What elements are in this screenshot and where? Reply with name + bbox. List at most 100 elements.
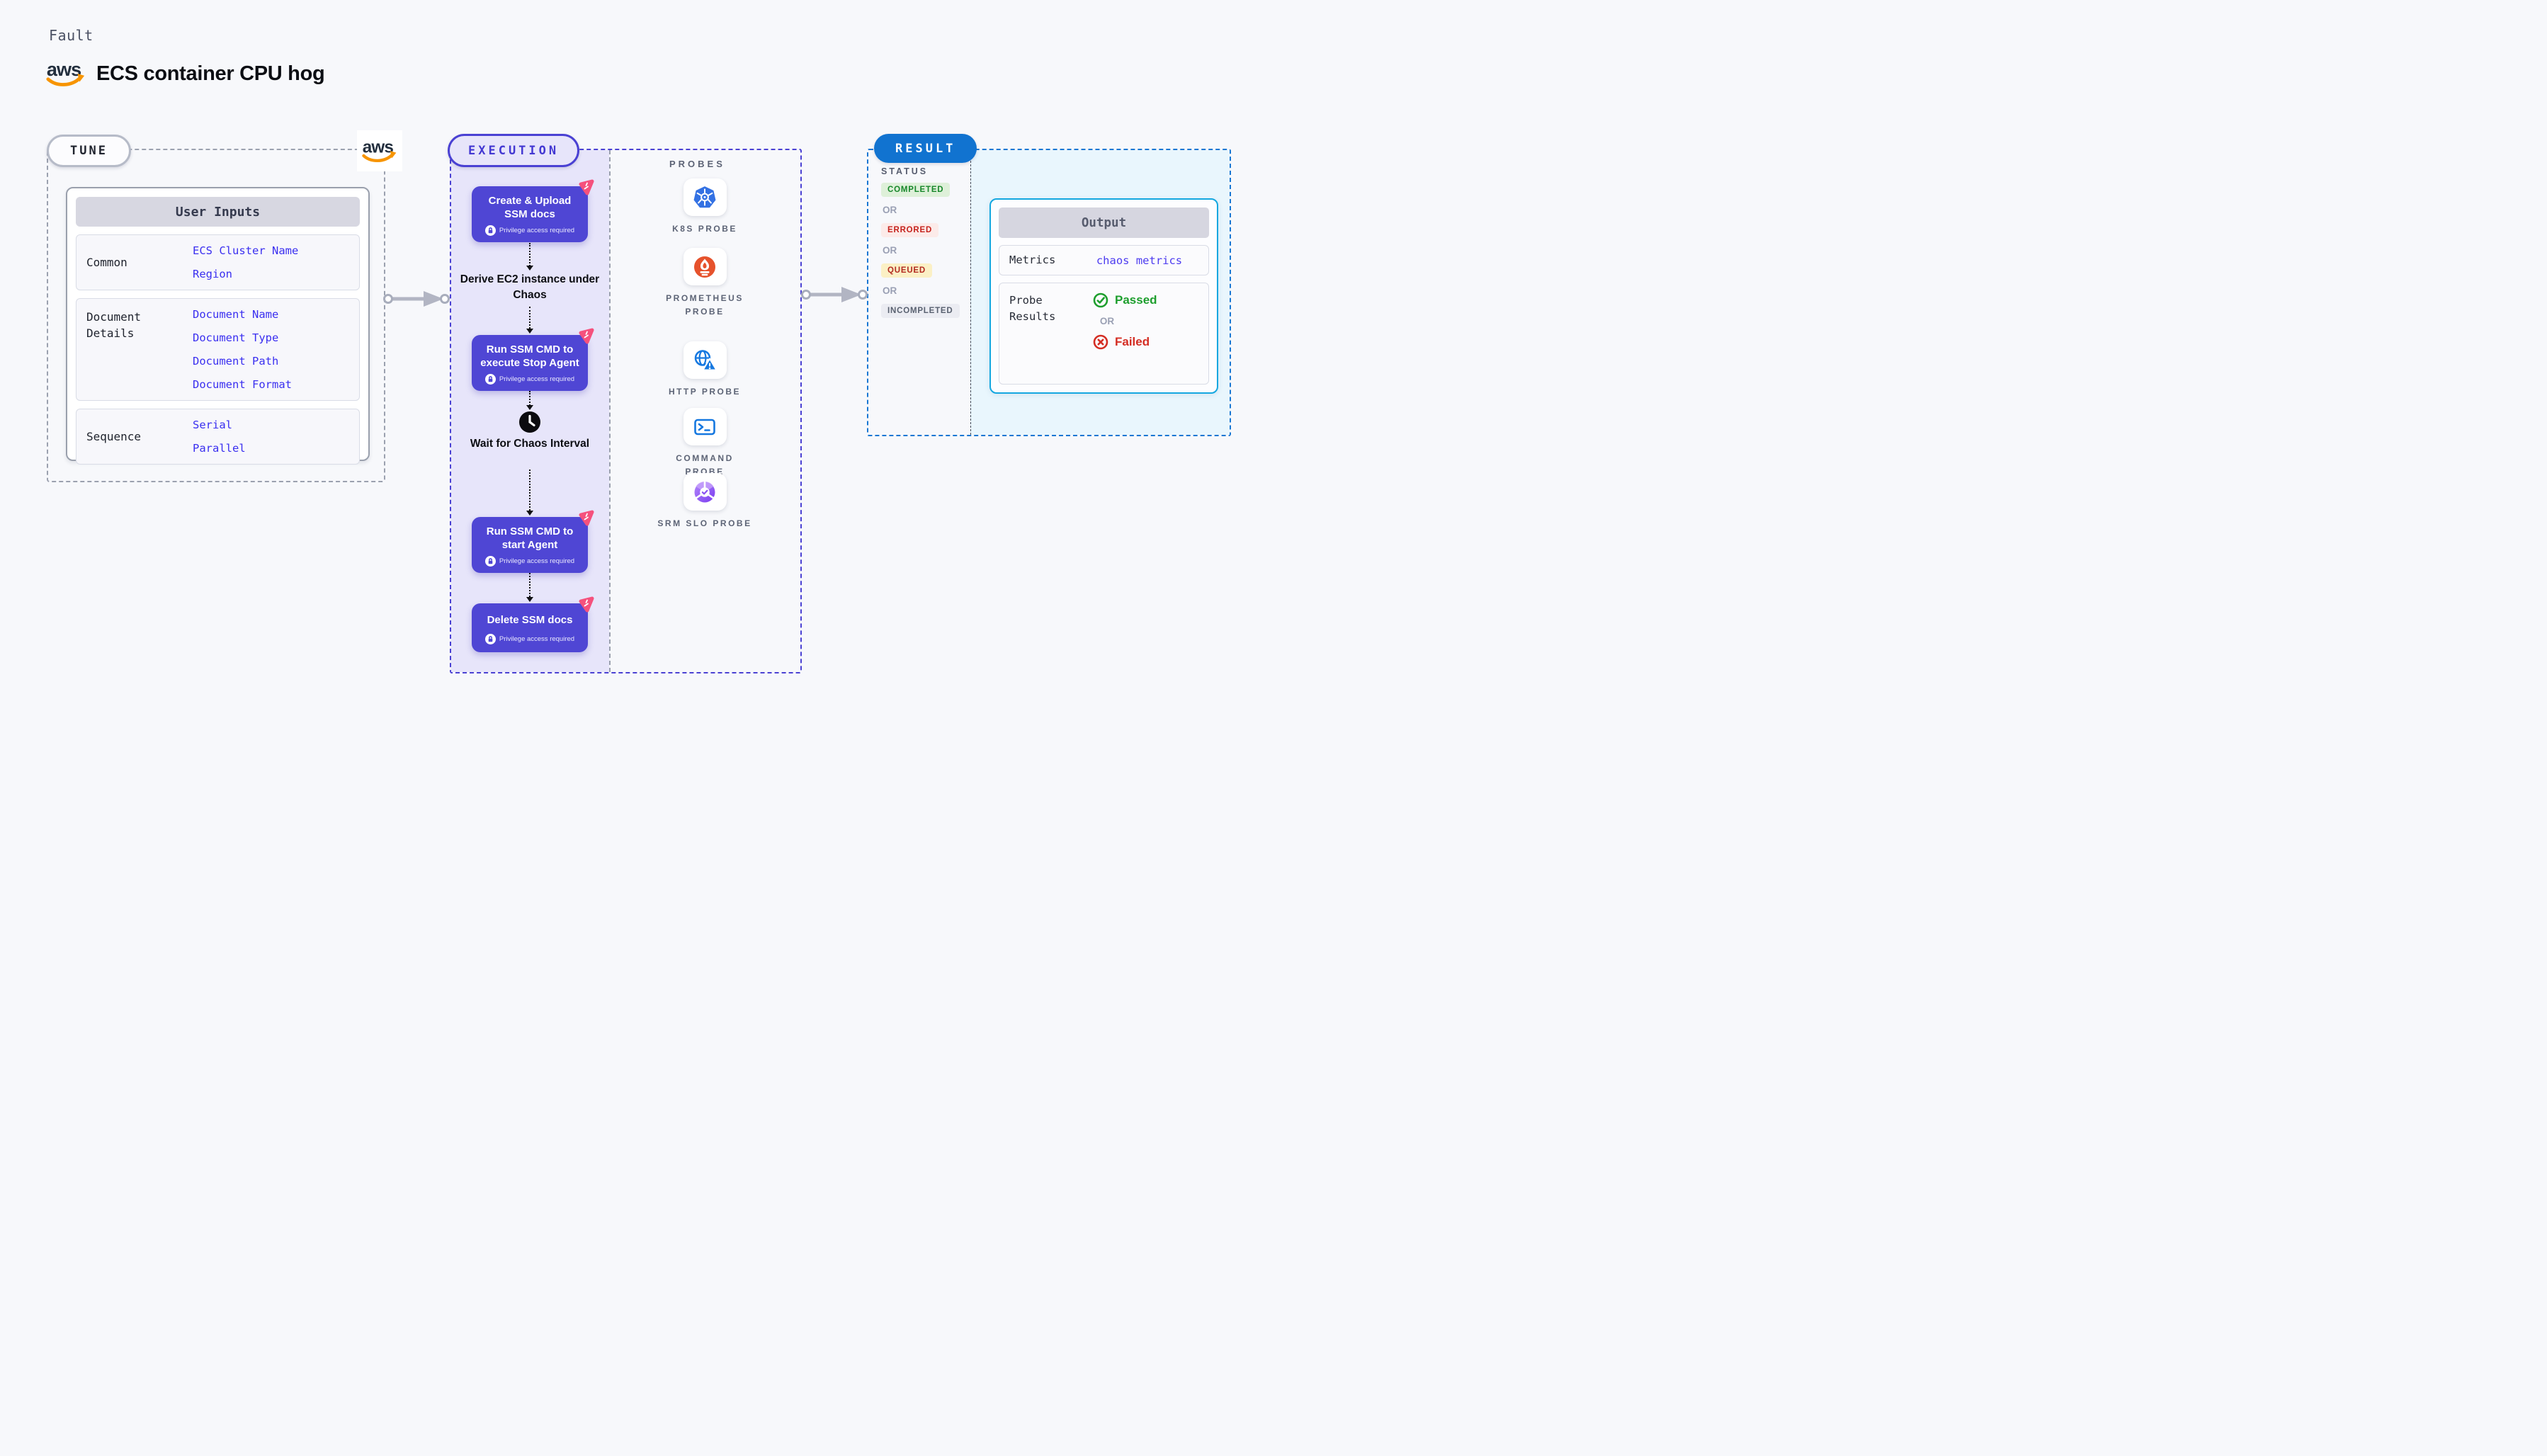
probe-label: K8S PROBE bbox=[672, 224, 737, 234]
chaos-pinwheel-icon bbox=[579, 328, 594, 344]
chaos-pinwheel-icon bbox=[579, 179, 594, 195]
step-run-ssm-cmd-start-agent: Run SSM CMD to start Agent Privilege acc… bbox=[472, 510, 594, 574]
output-box: Output Metrics chaos metrics Probe Resul… bbox=[989, 198, 1218, 394]
lock-icon bbox=[484, 225, 496, 237]
metrics-row: Metrics chaos metrics bbox=[999, 245, 1209, 275]
flow-connector-icon bbox=[526, 391, 533, 410]
step-title: Delete SSM docs bbox=[487, 614, 573, 626]
row-label: Sequence bbox=[86, 429, 142, 443]
probes-label: PROBES bbox=[669, 159, 725, 169]
diagram-canvas: Fault aws ECS container CPU hog TUNE aws… bbox=[0, 0, 1274, 728]
flow-arrow-icon bbox=[383, 291, 450, 307]
aws-logo: aws bbox=[362, 138, 397, 163]
probe-label: SRM SLO PROBE bbox=[657, 518, 752, 528]
chaos-pinwheel-icon bbox=[579, 596, 594, 613]
step-create-upload-ssm-docs: Create & Upload SSM docs Privilege acces… bbox=[472, 179, 594, 243]
probe-srm-slo: SRM SLO PROBE bbox=[609, 473, 800, 530]
metrics-value: chaos metrics bbox=[1096, 254, 1183, 267]
row-label: Document Details bbox=[86, 310, 142, 341]
step-title: Run SSM CMD to execute Stop Agent bbox=[480, 343, 579, 370]
lock-icon bbox=[484, 556, 496, 567]
flow-arrow-icon bbox=[801, 287, 868, 302]
input-value: ECS Cluster Name bbox=[193, 244, 299, 257]
http-globe-icon bbox=[694, 349, 717, 370]
fault-eyebrow: Fault bbox=[49, 27, 93, 44]
privilege-label: Privilege access required bbox=[499, 557, 575, 566]
flow-connector-icon bbox=[526, 307, 533, 334]
svg-text:aws: aws bbox=[363, 138, 394, 157]
status-label: STATUS bbox=[881, 166, 929, 176]
step-delete-ssm-docs: Delete SSM docs Privilege access require… bbox=[472, 596, 594, 653]
failed-line: Failed bbox=[1093, 334, 1198, 350]
terminal-icon bbox=[694, 419, 715, 435]
privilege-row: Privilege access required bbox=[477, 374, 582, 385]
privilege-label: Privilege access required bbox=[499, 635, 575, 644]
or-separator: OR bbox=[883, 285, 897, 296]
probe-label: PROMETHEUS PROBE bbox=[666, 293, 744, 317]
execution-badge: EXECUTION bbox=[448, 134, 580, 167]
row-label: Common bbox=[86, 255, 127, 269]
table-row-sequence: Sequence Serial Parallel bbox=[76, 409, 360, 465]
input-value: Document Type bbox=[193, 331, 279, 344]
probe-prometheus: PROMETHEUS PROBE bbox=[609, 248, 800, 318]
or-separator: OR bbox=[1099, 316, 1115, 326]
status-badge-incompleted: INCOMPLETED bbox=[881, 304, 960, 318]
probe-command: COMMAND PROBE bbox=[609, 408, 800, 478]
failed-label: Failed bbox=[1115, 335, 1150, 348]
probe-results-label: Probe Results bbox=[1009, 294, 1056, 324]
srm-slo-icon bbox=[694, 481, 715, 502]
result-badge: RESULT bbox=[874, 134, 977, 163]
probe-results-row: Probe Results Passed OR bbox=[999, 283, 1209, 385]
privilege-row: Privilege access required bbox=[477, 225, 582, 237]
probe-label: HTTP PROBE bbox=[668, 387, 742, 397]
input-value: Region bbox=[193, 268, 232, 280]
passed-line: Passed bbox=[1093, 292, 1198, 308]
probes-divider bbox=[609, 150, 611, 672]
flow-connector-icon bbox=[526, 470, 533, 516]
user-inputs-panel: User Inputs Common ECS Cluster Name Regi… bbox=[66, 187, 370, 465]
check-circle-icon bbox=[1093, 292, 1108, 308]
passed-label: Passed bbox=[1115, 293, 1157, 307]
page-title: ECS container CPU hog bbox=[96, 62, 325, 85]
table-row-document-details: Document Details Document Name Document … bbox=[76, 298, 360, 401]
privilege-row: Privilege access required bbox=[477, 556, 582, 567]
status-badge-queued: QUEUED bbox=[881, 263, 933, 278]
status-badge-errored: ERRORED bbox=[881, 223, 939, 237]
status-list: COMPLETED OR ERRORED OR QUEUED OR INCOMP… bbox=[881, 183, 960, 318]
input-value: Serial bbox=[193, 419, 232, 431]
status-badge-completed: COMPLETED bbox=[881, 183, 951, 197]
tune-badge: TUNE bbox=[47, 135, 131, 167]
or-separator: OR bbox=[883, 205, 897, 215]
kubernetes-icon bbox=[693, 186, 716, 207]
clock-icon bbox=[519, 411, 540, 433]
lock-icon bbox=[484, 634, 496, 645]
output-header: Output bbox=[999, 207, 1209, 238]
aws-logo-small: aws bbox=[357, 130, 402, 171]
user-inputs-header: User Inputs bbox=[76, 197, 360, 227]
step-derive-ec2-instance: Derive EC2 instance under Chaos bbox=[460, 273, 600, 301]
status-divider bbox=[970, 150, 971, 435]
flow-connector-icon bbox=[526, 573, 533, 602]
step-run-ssm-cmd-stop-agent: Run SSM CMD to execute Stop Agent Privil… bbox=[472, 328, 594, 392]
tune-section: TUNE aws User Inputs Common ECS Cluster … bbox=[47, 130, 402, 482]
step-wait-for-chaos-interval: Wait for Chaos Interval bbox=[470, 438, 590, 450]
input-value: Document Path bbox=[193, 355, 279, 368]
privilege-row: Privilege access required bbox=[477, 634, 582, 645]
svg-text:aws: aws bbox=[47, 59, 81, 80]
result-section: RESULT STATUS COMPLETED OR ERRORED OR QU… bbox=[867, 134, 1231, 436]
step-title: Create & Upload SSM docs bbox=[488, 195, 572, 221]
or-separator: OR bbox=[883, 245, 897, 256]
wait-step bbox=[518, 411, 541, 437]
prometheus-icon bbox=[694, 256, 715, 278]
table-row-common: Common ECS Cluster Name Region bbox=[76, 234, 360, 290]
input-value: Document Format bbox=[193, 378, 292, 391]
flow-connector-icon bbox=[526, 243, 533, 271]
input-value: Document Name bbox=[193, 308, 279, 321]
step-title: Run SSM CMD to start Agent bbox=[486, 525, 574, 552]
privilege-label: Privilege access required bbox=[499, 227, 575, 235]
lock-icon bbox=[484, 374, 496, 385]
x-circle-icon bbox=[1093, 334, 1108, 350]
aws-logo: aws bbox=[46, 59, 85, 86]
metrics-label: Metrics bbox=[1009, 253, 1056, 266]
probe-http: HTTP PROBE bbox=[609, 341, 800, 399]
